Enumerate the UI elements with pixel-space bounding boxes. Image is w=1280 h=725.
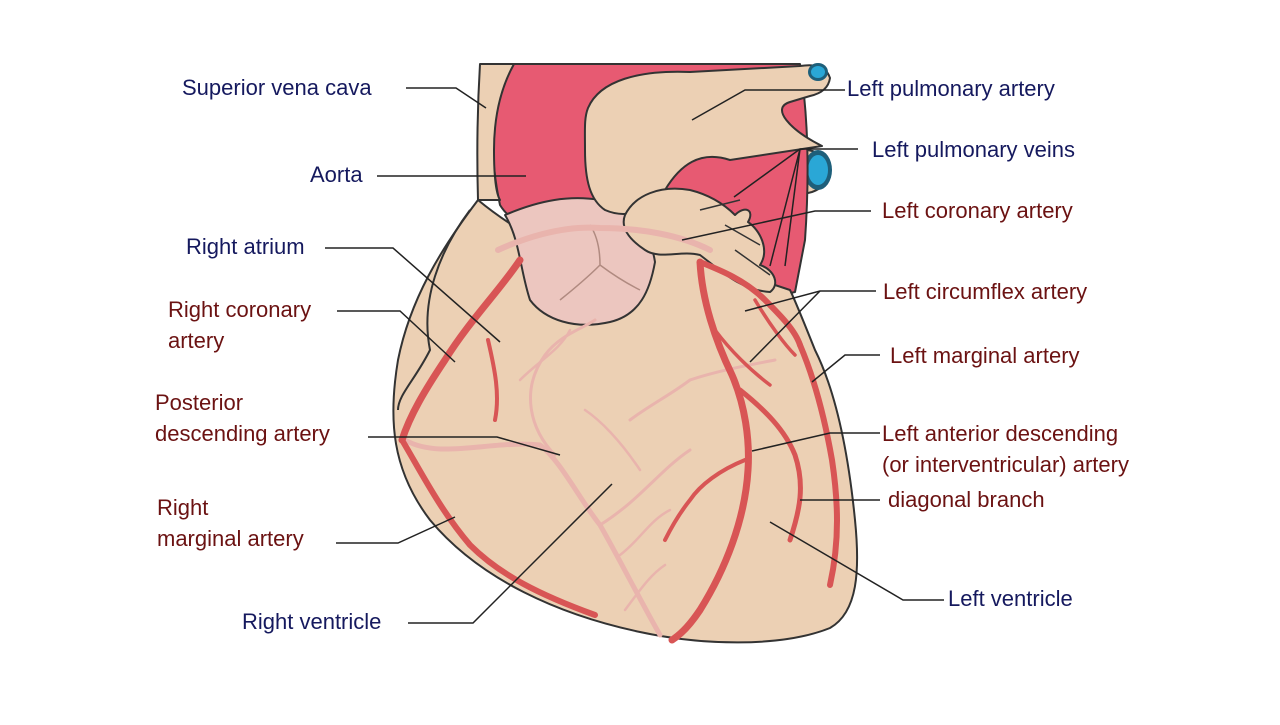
label-posterior-descending-line1: Posterior [155, 390, 243, 415]
label-left-ventricle: Left ventricle [948, 586, 1073, 611]
label-posterior-descending-line2: descending artery [155, 421, 330, 446]
label-right-ventricle: Right ventricle [242, 609, 381, 634]
label-diagonal-branch: diagonal branch [888, 487, 1045, 512]
label-left-anterior-descending-line2: (or interventricular) artery [882, 452, 1129, 477]
label-left-pulmonary-veins: Left pulmonary veins [872, 137, 1075, 162]
label-aorta: Aorta [310, 162, 363, 187]
label-superior-vena-cava: Superior vena cava [182, 75, 372, 100]
label-left-coronary-artery: Left coronary artery [882, 198, 1073, 223]
label-left-circumflex-artery: Left circumflex artery [883, 279, 1087, 304]
label-right-atrium: Right atrium [186, 234, 305, 259]
leader-superior-vena-cava [406, 88, 486, 108]
label-right-coronary-artery-line1: Right coronary [168, 297, 311, 322]
label-left-pulmonary-artery: Left pulmonary artery [847, 76, 1055, 101]
label-left-anterior-descending-line1: Left anterior descending [882, 421, 1118, 446]
label-right-marginal-line1: Right [157, 495, 208, 520]
label-right-coronary-artery-line2: artery [168, 328, 224, 353]
label-right-marginal-line2: marginal artery [157, 526, 304, 551]
label-left-marginal-artery: Left marginal artery [890, 343, 1080, 368]
